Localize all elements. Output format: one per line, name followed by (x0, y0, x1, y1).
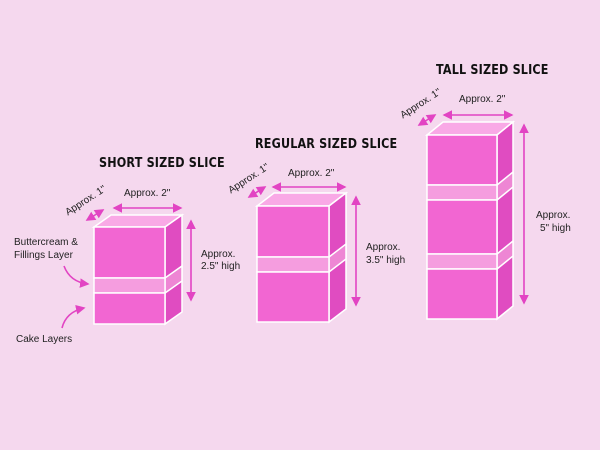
tall-slice (417, 110, 529, 321)
short-filling-layer (93, 277, 166, 294)
tall-bottom-cake-layer (426, 268, 498, 320)
regular-height-label-line2: 3.5" high (366, 255, 406, 266)
tall-height-label-line2: 5" high (540, 223, 571, 234)
short-slice (85, 203, 196, 326)
regular-height-label-line1: Approx. (366, 242, 401, 253)
tall-middle-cake-layer (426, 199, 498, 255)
filling-callout-arrow (63, 265, 90, 288)
tall-filling-layer-1 (426, 184, 498, 201)
tall-filling-layer-2 (426, 253, 498, 270)
short-height-label-line2: 2.5" high (201, 261, 241, 272)
short-slice-title: SHORT SIZED SLICE (99, 156, 225, 171)
filling-annotation-line2: Fillings Layer (14, 250, 73, 261)
short-width-label: Approx. 2" (124, 188, 171, 199)
cake-callout-arrow (61, 305, 86, 329)
short-bottom-cake-layer (93, 292, 166, 325)
tall-depth-arrow (417, 114, 437, 126)
regular-filling-layer (256, 256, 330, 273)
regular-top-cake-layer (256, 205, 330, 258)
regular-slice (247, 182, 361, 324)
tall-width-label: Approx. 2" (459, 94, 506, 105)
filling-annotation-line1: Buttercream & (14, 237, 78, 248)
regular-slice-title: REGULAR SIZED SLICE (255, 137, 398, 152)
regular-depth-arrow (247, 186, 267, 198)
regular-width-label: Approx. 2" (288, 168, 335, 179)
short-depth-arrow (85, 209, 105, 221)
short-top-cake-layer (93, 226, 166, 279)
tall-height-label-line1: Approx. (536, 210, 571, 221)
cake-layers-annotation: Cake Layers (16, 334, 73, 345)
tall-side-face (496, 120, 514, 321)
tall-top-cake-layer (426, 134, 498, 186)
short-height-label-line1: Approx. (201, 249, 236, 260)
regular-bottom-cake-layer (256, 271, 330, 323)
tall-slice-title: TALL SIZED SLICE (436, 63, 549, 78)
